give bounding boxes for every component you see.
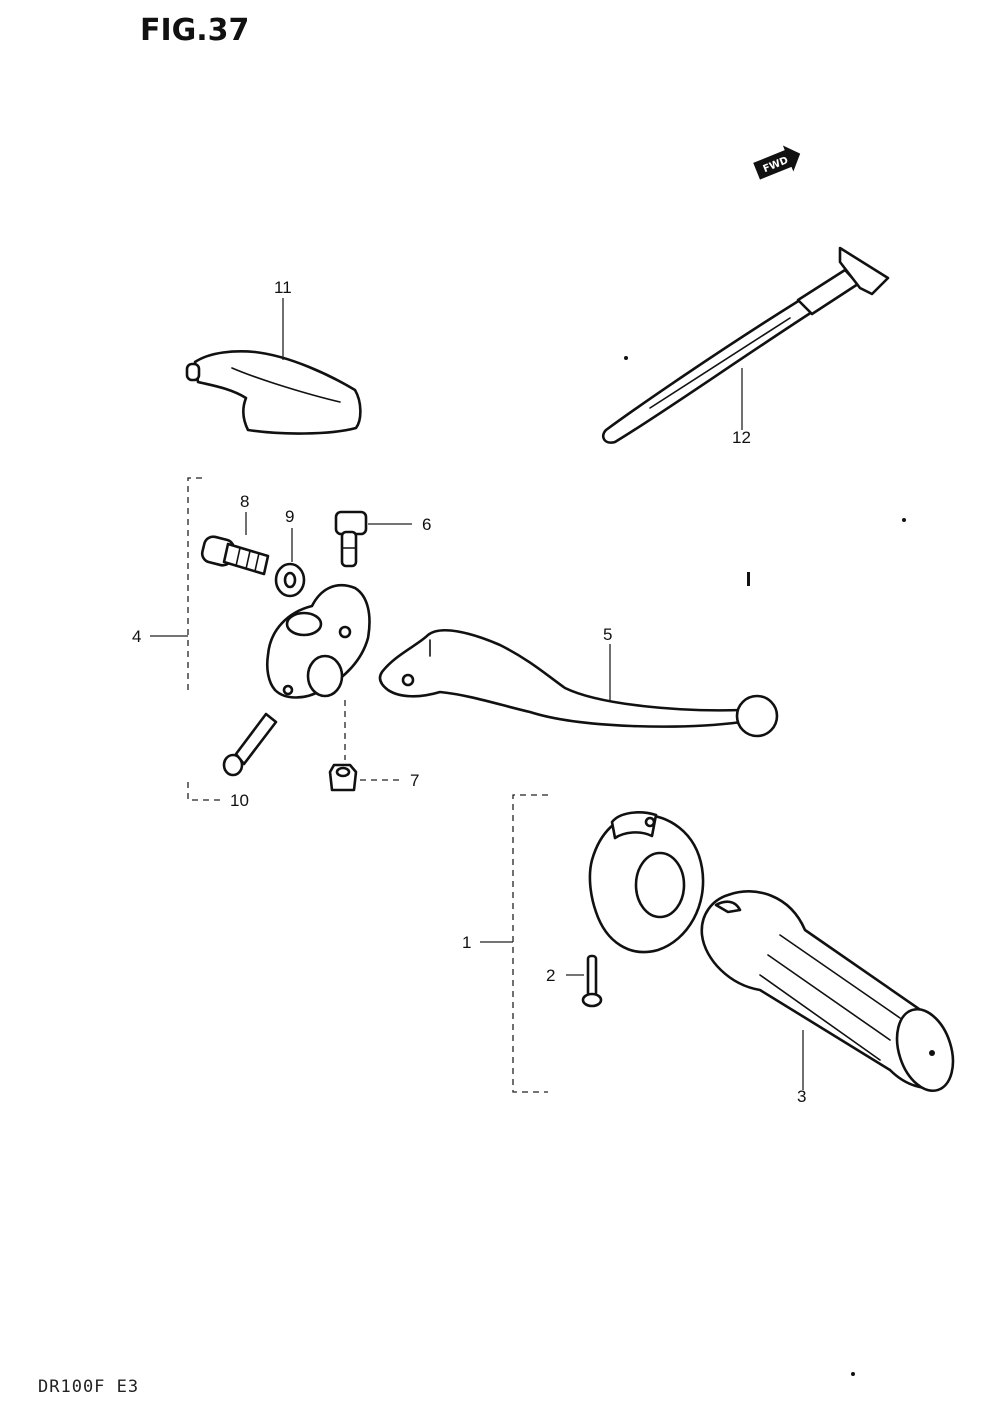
callout-8: 8 bbox=[240, 492, 249, 511]
nut-part-7 bbox=[328, 763, 358, 792]
pivot-bolt-part-6 bbox=[334, 510, 368, 568]
handle-grip-part-3 bbox=[700, 890, 955, 1093]
callout-10: 10 bbox=[230, 791, 249, 810]
lever-holder-part-4 bbox=[265, 583, 371, 699]
callout-1: 1 bbox=[462, 933, 471, 952]
callout-5: 5 bbox=[603, 625, 612, 644]
bolt-part-8 bbox=[200, 535, 270, 576]
callout-4: 4 bbox=[132, 627, 141, 646]
callout-7: 7 bbox=[410, 771, 419, 790]
callout-3: 3 bbox=[797, 1087, 806, 1106]
fwd-arrow-icon: FWD bbox=[753, 145, 801, 180]
screw-part-2 bbox=[581, 954, 603, 1008]
assembly-bracket-10 bbox=[187, 782, 220, 801]
throttle-housing-part-1 bbox=[588, 811, 705, 954]
cable-tie-part-12 bbox=[602, 246, 890, 444]
callout-9: 9 bbox=[285, 507, 294, 526]
lever-cover-part-11 bbox=[185, 350, 362, 435]
scan-specks bbox=[624, 356, 906, 1376]
assembly-bracket-1 bbox=[512, 794, 548, 1093]
screw-part-10 bbox=[222, 712, 278, 777]
callout-6: 6 bbox=[422, 515, 431, 534]
callout-11: 11 bbox=[274, 278, 292, 297]
callout-2: 2 bbox=[546, 966, 555, 985]
model-code: DR100F E3 bbox=[38, 1377, 139, 1397]
figure-title: FIG.37 bbox=[140, 13, 249, 48]
washer-part-9 bbox=[274, 562, 306, 598]
assembly-bracket-4 bbox=[187, 477, 202, 690]
callout-12: 12 bbox=[732, 428, 751, 447]
clutch-lever-part-5 bbox=[378, 628, 779, 738]
